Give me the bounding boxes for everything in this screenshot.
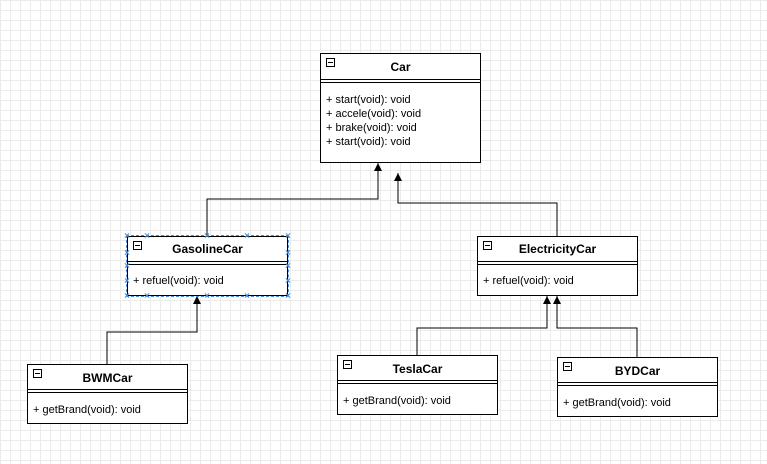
class-gasolinecar-header[interactable]: GasolineCar — [128, 237, 287, 262]
resize-handle-middle-right[interactable] — [285, 263, 291, 269]
connection-point[interactable] — [124, 250, 130, 256]
class-gasolinecar-methods: + refuel(void): void — [128, 265, 287, 288]
class-bwmcar-attributes — [28, 390, 187, 393]
class-electricitycar[interactable]: ElectricityCar + refuel(void): void — [477, 236, 638, 296]
class-car-methods: + start(void): void + accele(void): void… — [321, 83, 480, 149]
arrowhead-gasolinecar-to-car — [374, 163, 382, 171]
resize-handle-bottom-right[interactable] — [285, 293, 291, 299]
edge-teslacar-to-electricitycar[interactable] — [416, 296, 548, 355]
arrowhead-bydcar-to-electricitycar — [553, 296, 561, 304]
class-teslacar-title: TeslaCar — [392, 362, 443, 376]
class-teslacar-header[interactable]: TeslaCar — [338, 356, 497, 381]
connection-point[interactable] — [285, 278, 291, 284]
class-bydcar-header[interactable]: BYDCar — [558, 358, 717, 383]
method-item: + getBrand(void): void — [343, 395, 451, 407]
resize-handle-bottom-left[interactable] — [124, 293, 130, 299]
class-gasolinecar[interactable]: GasolineCar + refuel(void): void — [127, 236, 288, 296]
method-item: + brake(void): void — [326, 122, 417, 134]
connection-point[interactable] — [244, 233, 250, 239]
edge-bwmcar-to-gasolinecar[interactable] — [106, 296, 198, 364]
class-car[interactable]: Car + start(void): void + accele(void): … — [320, 53, 481, 163]
class-car-attributes — [321, 80, 480, 83]
collapse-icon[interactable] — [326, 58, 335, 67]
class-electricitycar-title: ElectricityCar — [518, 242, 597, 256]
class-electricitycar-methods: + refuel(void): void — [478, 265, 637, 288]
connection-point[interactable] — [244, 293, 250, 299]
method-item: + getBrand(void): void — [33, 404, 141, 416]
class-gasolinecar-attributes — [128, 262, 287, 265]
connection-point[interactable] — [144, 233, 150, 239]
collapse-icon[interactable] — [563, 362, 572, 371]
collapse-icon[interactable] — [33, 369, 42, 378]
class-teslacar-methods: + getBrand(void): void — [338, 384, 497, 408]
collapse-icon[interactable] — [343, 360, 352, 369]
class-gasolinecar-title: GasolineCar — [172, 242, 243, 256]
class-bwmcar-title: BWMCar — [82, 371, 133, 385]
method-item: + start(void): void — [326, 136, 411, 148]
class-electricitycar-attributes — [478, 262, 637, 265]
class-car-title: Car — [390, 60, 411, 74]
connection-point[interactable] — [124, 278, 130, 284]
method-item: + refuel(void): void — [133, 275, 224, 287]
connection-point[interactable] — [285, 250, 291, 256]
resize-handle-top-center[interactable] — [204, 233, 210, 239]
resize-handle-bottom-center[interactable] — [204, 293, 210, 299]
method-item: + accele(void): void — [326, 108, 422, 120]
class-bydcar-attributes — [558, 383, 717, 386]
class-bwmcar[interactable]: BWMCar + getBrand(void): void — [27, 364, 188, 424]
method-item: + refuel(void): void — [483, 275, 574, 287]
resize-handle-middle-left[interactable] — [124, 263, 130, 269]
class-teslacar-attributes — [338, 381, 497, 384]
class-car-header[interactable]: Car — [321, 54, 480, 80]
arrowhead-electricitycar-to-car — [394, 173, 402, 181]
collapse-icon[interactable] — [133, 241, 142, 250]
edge-electricitycar-to-car[interactable] — [397, 173, 558, 236]
collapse-icon[interactable] — [483, 241, 492, 250]
class-electricitycar-header[interactable]: ElectricityCar — [478, 237, 637, 262]
class-bydcar[interactable]: BYDCar + getBrand(void): void — [557, 357, 718, 417]
method-item: + getBrand(void): void — [563, 397, 671, 409]
class-bydcar-title: BYDCar — [614, 364, 661, 378]
resize-handle-top-left[interactable] — [124, 233, 130, 239]
connection-point[interactable] — [144, 293, 150, 299]
class-bwmcar-header[interactable]: BWMCar — [28, 365, 187, 390]
class-bydcar-methods: + getBrand(void): void — [558, 386, 717, 410]
class-teslacar[interactable]: TeslaCar + getBrand(void): void — [337, 355, 498, 415]
method-item: + start(void): void — [326, 94, 411, 106]
edge-gasolinecar-to-car[interactable] — [206, 163, 379, 236]
edge-bydcar-to-electricitycar[interactable] — [556, 296, 638, 357]
arrowhead-teslacar-to-electricitycar — [543, 296, 551, 304]
resize-handle-top-right[interactable] — [285, 233, 291, 239]
arrowhead-bwmcar-to-gasolinecar — [193, 296, 201, 304]
class-bwmcar-methods: + getBrand(void): void — [28, 393, 187, 417]
